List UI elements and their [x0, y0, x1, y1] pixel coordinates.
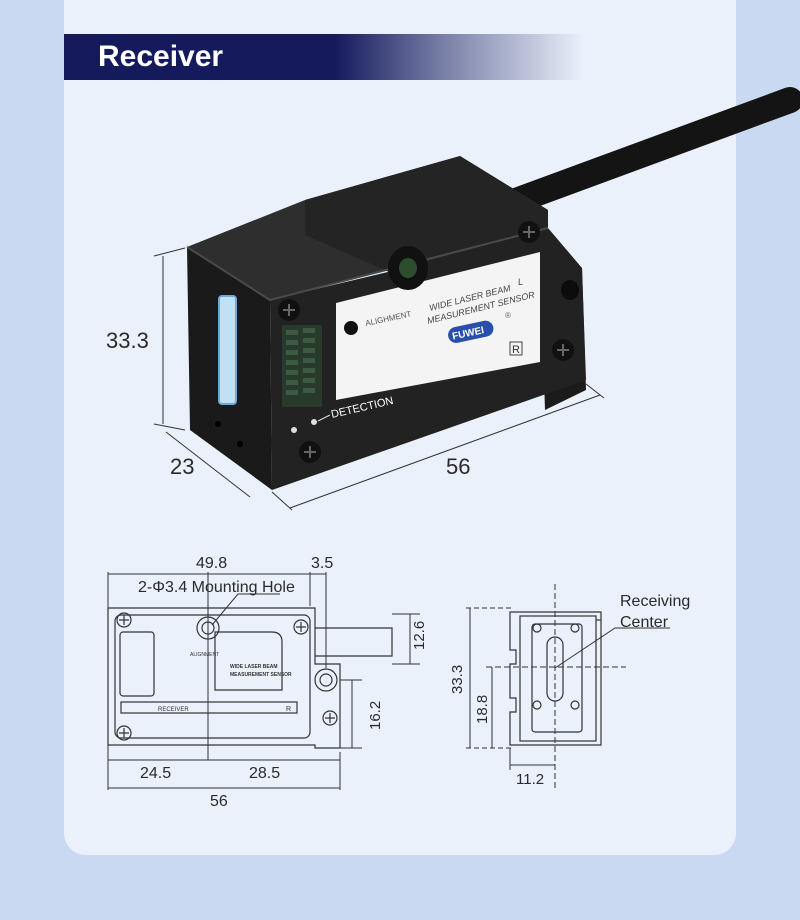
dim-top-offset: 3.5 [311, 555, 333, 572]
screw-icon [518, 221, 540, 243]
screw-icon [278, 299, 300, 321]
front-dimensions [107, 572, 420, 790]
side-dimensions [466, 584, 670, 788]
receiver-window [218, 295, 237, 405]
led-array [282, 325, 322, 407]
receiving-center-line1: Receiving [620, 593, 690, 610]
side-drawing [509, 611, 602, 746]
section-banner [64, 34, 584, 80]
label-plate [336, 252, 540, 400]
side-outline [509, 611, 602, 746]
dim-height-3d: 33.3 [106, 328, 149, 353]
registered-mark: ® [505, 311, 511, 320]
brand-badge [448, 320, 494, 343]
dim-side-height: 33.3 [449, 665, 466, 694]
screw-icon [299, 441, 321, 463]
section-title: Receiver [98, 40, 224, 73]
dim-cable-height: 12.6 [411, 621, 428, 650]
front-outline [107, 607, 341, 749]
dim-depth-3d: 23 [170, 454, 194, 479]
side-mark: R [512, 344, 520, 356]
front-cable [315, 627, 393, 657]
small-mark: R [286, 706, 291, 713]
small-model-line2: MEASUREMENT SENSOR [230, 672, 292, 678]
dim-length-3d: 56 [446, 454, 470, 479]
dim-right: 28.5 [249, 765, 280, 782]
sensor-render: ALIGHMENT WIDE LASER BEAM L MEASUREMENT … [186, 87, 800, 490]
receiving-center-line2: Center [620, 614, 669, 631]
screw-icon [552, 339, 574, 361]
dim-hole-height: 16.2 [367, 701, 384, 730]
dim-top-width: 49.8 [196, 555, 227, 572]
front-drawing [107, 607, 393, 749]
small-receiver-text: RECEIVER [158, 707, 189, 713]
cable [492, 87, 800, 218]
small-model-line1: WIDE LASER BEAM [230, 664, 278, 670]
dim-center-offset: 11.2 [516, 771, 544, 788]
label-line1-suffix: L [518, 277, 523, 287]
small-alignment-text: ALIGNMENT [190, 652, 219, 658]
mounting-hole-callout: 2-Φ3.4 Mounting Hole [138, 579, 295, 596]
render-dimensions [153, 247, 605, 511]
dim-center-height: 18.8 [474, 695, 491, 724]
dim-total: 56 [210, 793, 228, 810]
dim-left: 24.5 [140, 765, 171, 782]
